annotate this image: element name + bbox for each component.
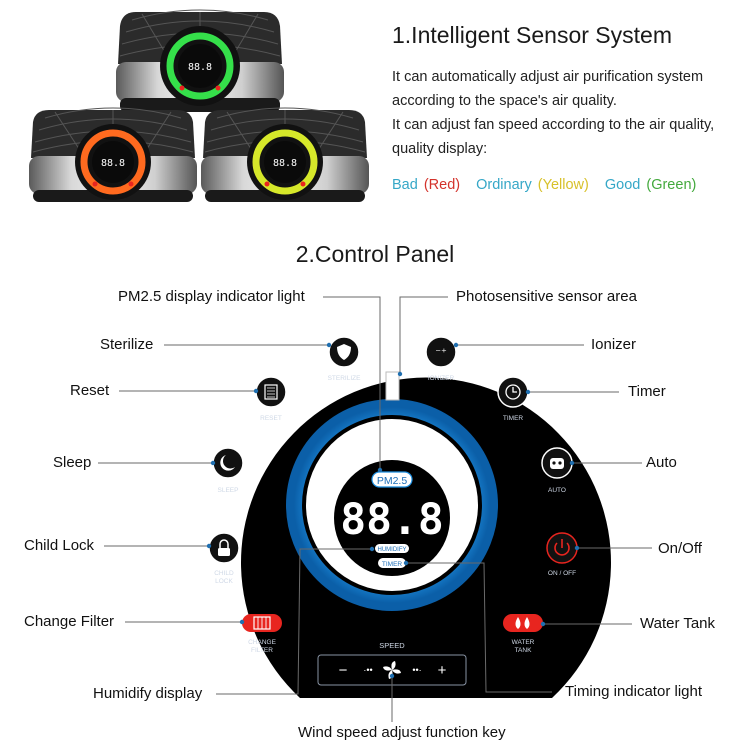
svg-text:⁻⁺: ⁻⁺	[435, 347, 447, 359]
timer-badge: TIMER	[382, 561, 403, 568]
sleep-label: SLEEP	[218, 487, 239, 494]
purifier-green-image: 88.8	[116, 9, 284, 112]
change-filter-label-2: FILTER	[251, 647, 273, 654]
desc-line: It can automatically adjust air purifica…	[392, 69, 704, 85]
callout-timer: Timer	[628, 383, 666, 400]
pm25-badge: PM2.5	[377, 475, 408, 487]
timer-label: TIMER	[503, 415, 524, 422]
desc-line: quality display:	[392, 141, 488, 157]
callout-wind-speed-key: Wind speed adjust function key	[298, 724, 506, 741]
speed-plus-button[interactable]: +	[438, 662, 447, 679]
callout-on-off: On/Off	[658, 540, 702, 557]
legend-ordinary: Ordinary	[476, 177, 532, 193]
power-button[interactable]: ON / OFF	[546, 532, 578, 577]
water-tank-label-1: WATER	[512, 639, 535, 646]
speed-minus-button[interactable]: −	[339, 662, 348, 679]
callout-humidify-display: Humidify display	[93, 685, 203, 702]
callout-water-tank: Water Tank	[640, 615, 716, 632]
svg-text:88.8: 88.8	[101, 158, 125, 169]
legend-good: Good	[604, 177, 641, 193]
change-filter-button[interactable]: CHANGE FILTER	[242, 614, 282, 654]
svg-text:88.8: 88.8	[188, 62, 212, 73]
callout-pm25-light: PM2.5 display indicator light	[118, 288, 305, 305]
water-tank-button[interactable]: WATER TANK	[503, 614, 543, 654]
section2-title: 2.Control Panel	[295, 241, 455, 267]
speed-label: SPEED	[379, 641, 405, 650]
section1-description: It can automatically adjust air purifica…	[392, 65, 747, 161]
child-lock-button[interactable]: CHILD LOCK	[208, 532, 240, 585]
legend-red: (Red)	[423, 177, 461, 193]
ionizer-label: IONIZER	[428, 375, 455, 382]
callout-sterilize: Sterilize	[100, 336, 154, 353]
change-filter-label-1: CHANGE	[248, 639, 276, 646]
reset-label: RESET	[260, 415, 282, 422]
digital-readout: 88.8	[340, 495, 444, 545]
speed-dots-left: ·••	[363, 665, 372, 675]
purifier-yellow-image: 88.8	[201, 107, 369, 202]
speed-dots-right: ••·	[412, 665, 421, 675]
section1-title: 1.Intelligent Sensor System	[392, 22, 672, 48]
legend-yellow: (Yellow)	[537, 177, 589, 193]
power-label: ON / OFF	[548, 570, 576, 577]
quality-legend: Bad (Red) Ordinary (Yellow) Good (Green)	[392, 177, 698, 193]
callout-child-lock: Child Lock	[24, 537, 95, 554]
legend-green: (Green)	[646, 177, 697, 193]
svg-text:88.8: 88.8	[273, 158, 297, 169]
auto-button[interactable]: AUTO	[541, 447, 573, 494]
leader-dots	[206, 342, 580, 679]
desc-line: It can adjust fan speed according to the…	[392, 117, 715, 133]
callout-reset: Reset	[70, 382, 110, 399]
auto-label: AUTO	[548, 487, 566, 494]
child-lock-label-1: CHILD	[214, 570, 234, 577]
callout-timing-light: Timing indicator light	[565, 683, 702, 700]
callout-sleep: Sleep	[53, 454, 92, 471]
leader-lines	[98, 296, 652, 722]
sterilize-button[interactable]: STERILIZE	[328, 336, 362, 382]
sleep-button[interactable]: SLEEP	[212, 447, 244, 494]
desc-line: according to the space's air quality.	[392, 93, 617, 109]
child-lock-label-2: LOCK	[215, 578, 233, 585]
display-ring	[286, 399, 498, 611]
humidify-badge: HUMIDIFY	[378, 547, 407, 553]
photosensor-area	[385, 371, 400, 401]
reset-button[interactable]: RESET	[255, 376, 287, 422]
callout-ionizer: Ionizer	[591, 336, 637, 353]
ionizer-button[interactable]: ⁻⁺ IONIZER	[425, 336, 457, 382]
callout-change-filter: Change Filter	[24, 613, 115, 630]
display-screen	[334, 460, 450, 576]
sterilize-label: STERILIZE	[328, 375, 362, 382]
water-tank-label-2: TANK	[515, 647, 533, 654]
callout-photo-sensor: Photosensitive sensor area	[456, 288, 637, 305]
purifier-orange-image: 88.8	[29, 107, 197, 202]
callout-auto: Auto	[646, 454, 677, 471]
legend-bad: Bad	[392, 177, 418, 193]
